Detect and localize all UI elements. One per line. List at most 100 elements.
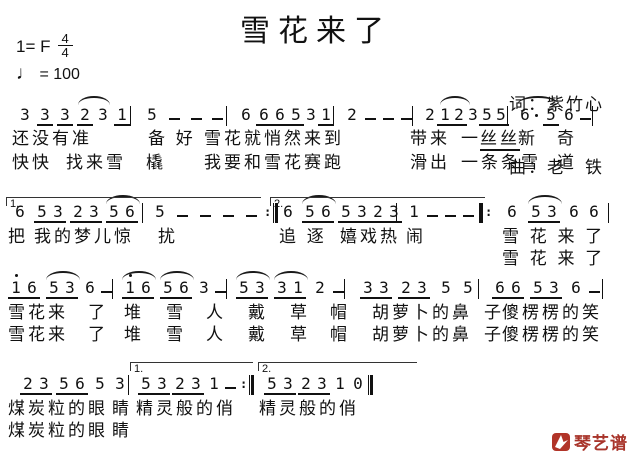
barline-rep-start: : <box>478 203 494 223</box>
lyric-segment: 一 <box>461 129 481 148</box>
note-digit: 5 <box>239 278 249 297</box>
note-digit: 5 <box>49 278 59 297</box>
lyric-segment: 新 <box>518 129 538 148</box>
duration-dash <box>586 283 602 293</box>
duration-dash <box>362 110 378 120</box>
octave-dot <box>15 274 18 277</box>
note-digit: 6 <box>259 105 269 124</box>
note-digit: 2 <box>347 105 357 124</box>
lyric-segment: 奇 <box>557 129 577 148</box>
slur-arc <box>160 271 194 280</box>
note-digit: 1 <box>335 374 345 393</box>
note-digit: 5 <box>546 105 556 124</box>
note-token: 3 <box>112 375 128 393</box>
slur-arc <box>122 271 156 280</box>
time-signature-denominator: 4 <box>61 45 69 60</box>
note-digit: 5 <box>147 105 157 124</box>
lyric-segment: 扰 <box>158 227 178 246</box>
lyric-segment: 了 <box>88 303 108 322</box>
note-digit: 3 <box>379 278 389 297</box>
note-digit: 6 <box>495 278 505 297</box>
barline-rep-end: : <box>262 203 279 223</box>
lyric-segment: 帽 <box>330 303 350 322</box>
note-digit: 2 <box>23 374 33 393</box>
lyric-segment: 戴 <box>248 303 268 322</box>
note-token <box>209 106 225 124</box>
note-token: 1 <box>332 375 348 393</box>
note-token: 5 <box>493 106 509 126</box>
lyric-segment: 堆 <box>124 325 144 344</box>
duration-dash <box>577 110 593 120</box>
note-digit: 6 <box>241 105 251 124</box>
note-digit: 3 <box>255 278 265 297</box>
note-digit: 1 <box>409 202 419 221</box>
note-token: 3 <box>465 106 481 124</box>
note-digit: 3 <box>283 374 293 393</box>
lyric-segment: 带来 <box>410 129 450 148</box>
barline-thin <box>507 106 508 126</box>
note-token: 6 <box>504 203 520 221</box>
note-digit: 5 <box>59 374 69 393</box>
note-digit: 2 <box>454 105 464 124</box>
note-digit: 3 <box>389 202 399 221</box>
note-digit: 5 <box>155 202 165 221</box>
lyric-segment: 一条条雪 <box>461 153 541 172</box>
duration-dash <box>209 110 225 120</box>
note-digit: 3 <box>357 202 367 221</box>
note-digit: 6 <box>283 202 293 221</box>
note-digit: 3 <box>115 374 125 393</box>
lyric-segment: 追 逐 <box>279 227 327 246</box>
volta-bracket: 2. <box>270 197 485 210</box>
duration-dash <box>243 207 259 217</box>
lyric-segment: 睛 <box>112 399 132 418</box>
lyric-segment: 橇 <box>146 153 166 172</box>
lyric-segment: 我要和雪花赛跑 <box>204 153 344 172</box>
lyric-segment: 戴 <box>248 325 268 344</box>
note-token: 6 <box>272 106 288 126</box>
note-token: 6 <box>568 279 584 297</box>
note-digit: 3 <box>40 105 50 124</box>
lyric-segment: 傻楞楞的笑 <box>502 325 602 344</box>
note-digit: 3 <box>157 374 167 393</box>
note-digit: 6 <box>125 202 135 221</box>
lyric-segment: 草 <box>290 325 310 344</box>
tempo-marking: ♩ = 100 <box>16 63 80 85</box>
note-digit: 3 <box>547 202 557 221</box>
lyric-segment: 子 <box>484 325 504 344</box>
note-digit: 2 <box>301 374 311 393</box>
volta-bracket: 2. <box>258 362 417 375</box>
note-token: 3 <box>303 106 319 124</box>
duration-dash <box>174 207 190 217</box>
note-token: 3 <box>37 106 53 126</box>
lyric-segment: 人 <box>206 303 226 322</box>
volta-label: 1. <box>134 363 144 375</box>
note-token: 5 <box>288 106 304 126</box>
slur-arc <box>106 195 140 204</box>
note-token: 0 <box>350 375 366 393</box>
barline-thin <box>226 279 227 299</box>
slur-arc <box>440 96 470 105</box>
duration-dash <box>166 110 182 120</box>
barline-thin <box>344 279 345 299</box>
note-token: 5 <box>543 106 559 126</box>
slur-arc <box>302 195 336 204</box>
note-digit: 5 <box>163 278 173 297</box>
lyric-segment: 胡萝卜的鼻 <box>372 303 472 322</box>
lyric-segment: 雪 花 来 了 <box>502 227 606 246</box>
note-token: 2 <box>344 106 360 124</box>
note-digit: 5 <box>496 105 506 124</box>
note-digit: 2 <box>315 278 325 297</box>
note-token: 1 <box>206 375 222 393</box>
note-token: 5 <box>460 279 476 297</box>
